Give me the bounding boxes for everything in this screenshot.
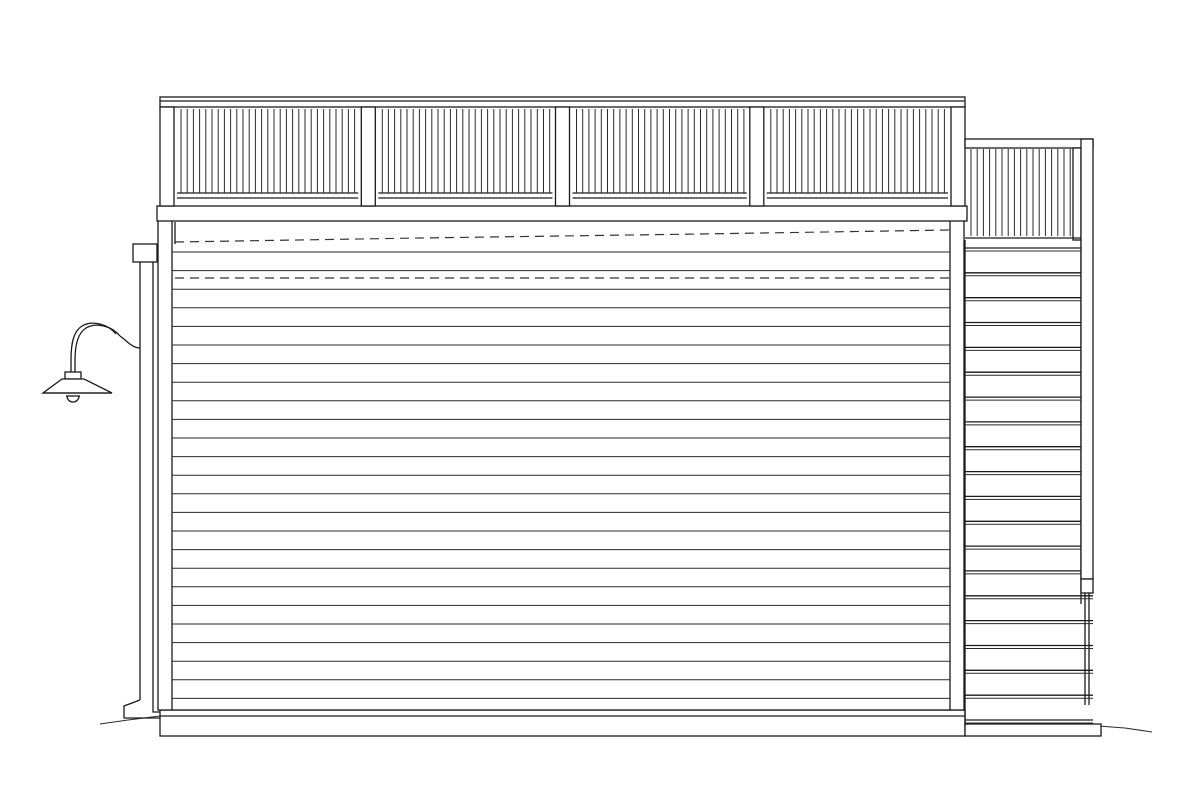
siding-boards: [172, 251, 950, 699]
roof-railing: [159, 96, 966, 207]
hidden-lines: [174, 222, 951, 279]
stair-balusters: [970, 149, 1071, 236]
railing-end-post: [950, 106, 966, 207]
railing-sections: [159, 106, 966, 207]
railing-post: [360, 106, 376, 207]
roof-fascia: [156, 205, 968, 222]
railing-post: [554, 106, 571, 207]
gooseneck-barn-light-icon: [41, 322, 141, 403]
ground-line: [99, 715, 1153, 733]
stair-railing: [964, 138, 1094, 241]
railing-post: [749, 106, 765, 207]
railing-end-post: [159, 106, 175, 207]
siding-wall: [157, 219, 965, 711]
foundation: [159, 709, 1102, 737]
stair-treads: [965, 247, 1093, 724]
downspout: [123, 243, 160, 719]
exterior-stair: [964, 138, 1094, 726]
